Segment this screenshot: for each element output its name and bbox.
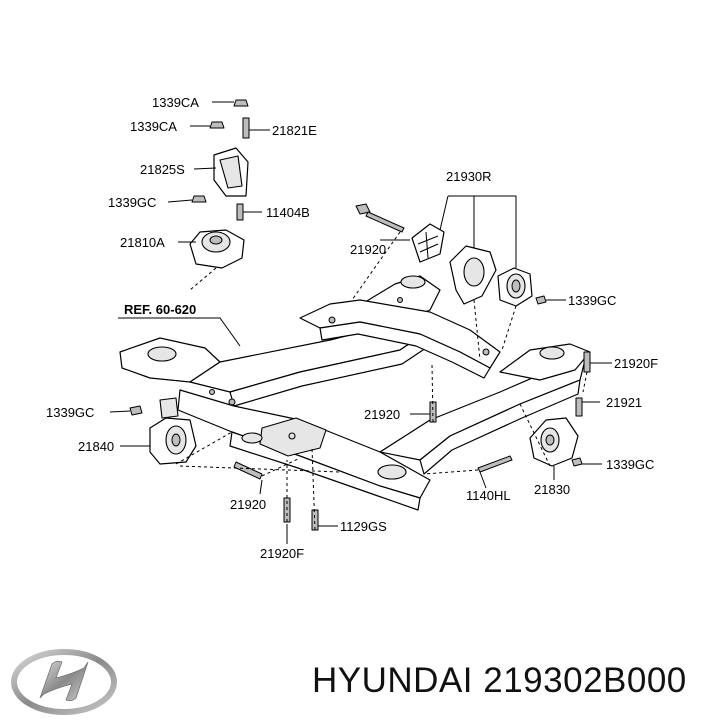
label-21920-top: 21920 [350,242,386,257]
dashed-connectors [175,231,588,531]
label-11404b: 11404B [266,205,310,220]
label-1339gc-right: 1339GC [568,293,616,308]
mount-21830 [477,351,591,473]
label-21920f-low: 21920F [260,546,304,561]
label-21825s: 21825S [140,162,185,177]
label-21921: 21921 [606,395,642,410]
part-labels: 1339CA 1339CA 21821E 21825S 1339GC 11404… [46,95,658,561]
label-21840: 21840 [78,439,114,454]
label-21830: 21830 [534,482,570,497]
label-ref-60-620: REF. 60-620 [124,302,196,317]
mount-21930r [355,195,547,307]
mount-21810a [189,99,270,269]
label-1339gc-left: 1339GC [46,405,94,420]
label-21920f-right: 21920F [614,356,658,371]
brand-part-number: HYUNDAI 219302B000 [312,661,687,700]
label-1140hl: 1140HL [466,488,511,503]
label-1339gc-left-top: 1339GC [108,195,156,210]
label-1129gs: 1129GS [340,519,387,534]
label-21920-mid: 21920 [364,407,400,422]
label-1339gc-right-low: 1339GC [606,457,654,472]
label-21930r: 21930R [446,169,492,184]
label-21920-low: 21920 [230,497,266,512]
label-1339ca: 1339CA [130,119,177,134]
label-21810a: 21810A [120,235,165,250]
label-21821e: 21821E [272,123,317,138]
hyundai-logo-icon [11,649,117,715]
leader-lines [109,101,612,544]
mount-21840 [129,397,263,480]
label-1339ca-top: 1339CA [152,95,199,110]
